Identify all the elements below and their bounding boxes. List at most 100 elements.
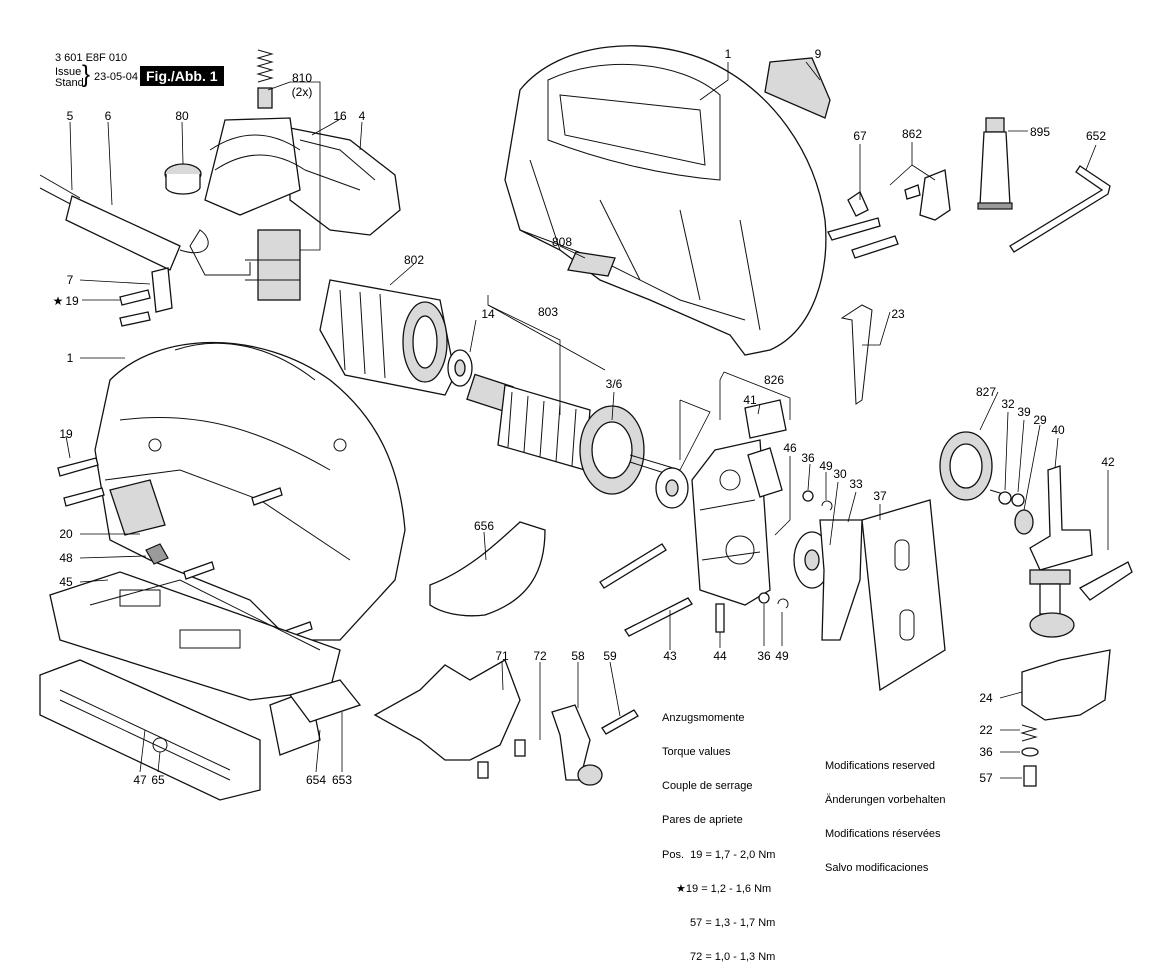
plate-808 (567, 251, 616, 277)
label-42: 42 (1101, 455, 1115, 469)
label-9: 9 (815, 47, 822, 61)
modifications-de: Änderungen vorbehalten (825, 794, 946, 807)
torque-value: = 1,3 - 1,7 Nm (705, 917, 776, 930)
armature-803 (466, 373, 681, 495)
circlip-49-b (777, 598, 789, 609)
guide-41 (744, 399, 787, 439)
cover-656 (429, 521, 546, 617)
label-808: 808 (552, 235, 572, 249)
pad-48 (145, 543, 169, 565)
label-37: 37 (873, 489, 887, 503)
spring-22 (1020, 724, 1038, 742)
label-71: 71 (495, 649, 509, 663)
label-656: 656 (474, 519, 494, 533)
label-16: 16 (333, 109, 347, 123)
stand-label: Stand (55, 77, 84, 89)
screws-19-star (119, 289, 151, 327)
knob-80 (164, 163, 202, 195)
grease-tube-895 (977, 117, 1013, 210)
label-40: 40 (1051, 423, 1065, 437)
label-14: 14 (481, 307, 495, 321)
label-22: 22 (979, 723, 993, 737)
label-43: 43 (663, 649, 677, 663)
label-653: 653 (332, 773, 352, 787)
guide-plate-37 (861, 499, 946, 692)
gear-827 (939, 431, 1011, 501)
pin-59 (601, 709, 639, 735)
pin-43-lower (624, 597, 693, 637)
lever-46 (747, 447, 783, 498)
label-827: 827 (976, 385, 996, 399)
figure-badge: Fig./Abb. 1 (140, 66, 224, 86)
label-23: 23 (891, 307, 905, 321)
label-36-c: 36 (979, 745, 993, 759)
label-45: 45 (59, 575, 73, 589)
torque-title-es: Pares de apriete (662, 814, 743, 827)
washer-36-a (802, 490, 814, 502)
clamp-862 (851, 169, 951, 259)
ring-39 (1011, 493, 1025, 507)
issue-label: Issue (55, 66, 82, 78)
label-67: 67 (853, 129, 867, 143)
label-7: 7 (67, 273, 74, 287)
bracket-23 (840, 304, 873, 405)
roller-29 (1014, 509, 1034, 535)
base-shoe-47 (39, 659, 261, 801)
label-19-star: 19 (65, 294, 79, 308)
label-39: 39 (1017, 405, 1031, 419)
label-826: 826 (764, 373, 784, 387)
label-29: 29 (1033, 413, 1047, 427)
label-36-a: 36 (801, 451, 815, 465)
cable-5 (39, 174, 251, 276)
label-49-b: 49 (775, 649, 789, 663)
spring-810 (256, 49, 274, 109)
torque-title-de: Anzugsmomente (662, 711, 745, 724)
part-code: 3 601 E8F 010 (55, 52, 128, 64)
torque-pos: 19 (690, 848, 703, 861)
plunger-40 (1029, 465, 1093, 638)
modifications-es: Salvo modificaciones (825, 862, 929, 875)
label-plate-9 (764, 57, 831, 119)
label-803: 803 (538, 305, 558, 319)
label-32: 32 (1001, 397, 1015, 411)
pin-44 (715, 603, 725, 633)
field-coil-802 (319, 279, 456, 396)
shoe-24 (1021, 649, 1111, 721)
torque-pos: 72 (690, 951, 703, 964)
modifications-en: Modifications reserved (825, 759, 936, 772)
part-labels: 1 9 810 (2x) 5 6 80 16 4 67 862 895 652 … (53, 47, 1115, 787)
hex-key-652 (1009, 165, 1111, 253)
label-1-top: 1 (725, 47, 732, 61)
brace-glyph: } (82, 61, 91, 88)
modifications-fr: Modifications réservées (825, 828, 941, 841)
guard-71 (373, 659, 521, 761)
torque-title-en: Torque values (662, 746, 731, 759)
torque-prefix: Pos. (662, 848, 685, 861)
label-47: 47 (133, 773, 147, 787)
torque-pos: 57 (690, 917, 703, 930)
label-20: 20 (59, 527, 73, 541)
label-41: 41 (743, 393, 757, 407)
torque-pos: 19 (685, 882, 699, 895)
torque-row: 72 = 1,0 - 1,3 Nm (662, 952, 775, 963)
gear-housing-826 (691, 439, 771, 606)
washer-36-b (758, 592, 770, 604)
label-1-side: 1 (67, 351, 74, 365)
switch-assembly (204, 117, 401, 301)
lever-42 (1078, 561, 1133, 601)
housing-half-top (504, 45, 827, 356)
label-6: 6 (105, 109, 112, 123)
label-19-left: 19 (59, 427, 73, 441)
washer-32 (998, 491, 1012, 505)
label-810: 810 (292, 71, 312, 85)
clamp-67 (827, 191, 881, 241)
modifications-block: Modifications reserved Änderungen vorbeh… (825, 738, 945, 886)
screw-72-b (477, 761, 489, 779)
cable-clamp-7 (151, 267, 173, 313)
label-3-6: 3/6 (606, 377, 623, 391)
star-marker: ★ (53, 294, 64, 308)
label-44: 44 (713, 649, 727, 663)
label-59: 59 (603, 649, 617, 663)
screw-72-a (514, 739, 526, 757)
label-4: 4 (359, 109, 366, 123)
